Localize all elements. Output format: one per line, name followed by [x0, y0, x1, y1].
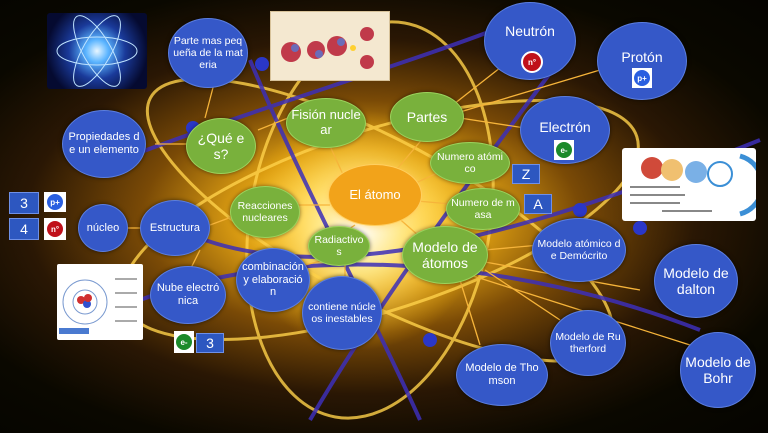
proton-symbol-icon: p+	[47, 194, 63, 210]
node-democrito: Modelo atómico de Demócrito	[532, 218, 626, 282]
node-dalton: Modelo de dalton	[654, 244, 738, 318]
proton-label: Protón	[621, 49, 663, 65]
node-partes: Partes	[390, 92, 464, 142]
proton-chip: p+	[44, 192, 66, 212]
connector	[459, 117, 526, 129]
neutron-symbol-icon: n°	[521, 51, 543, 73]
neutron-symbol-icon: n°	[47, 221, 63, 237]
orbit-electron	[423, 333, 437, 347]
electron-symbol-icon: e-	[556, 142, 572, 158]
node-propiedades: Propiedades de un elemento	[62, 110, 146, 178]
box-a: A	[524, 194, 552, 214]
box-proton-count: 3	[9, 192, 39, 214]
node-radiactivos: Radiactivos	[308, 226, 370, 266]
orbit-electron	[573, 203, 587, 217]
node-nucleo: núcleo	[78, 204, 128, 252]
fission-illustration	[270, 11, 390, 81]
node-bohr: Modelo de Bohr	[680, 332, 756, 408]
orbit-path	[119, 18, 521, 162]
atomic-models-timeline-image	[622, 148, 756, 221]
electron-chip: e-	[174, 331, 194, 353]
connector	[257, 117, 289, 131]
node-rutherford: Modelo de Rutherford	[550, 310, 626, 376]
node-estructura: Estructura	[140, 200, 210, 256]
node-reacciones: Reacciones nucleares	[230, 186, 300, 238]
neutron-label: Neutrón	[505, 23, 555, 39]
proton-symbol-icon: p+	[634, 70, 650, 86]
connector	[484, 269, 561, 321]
node-que-es: ¿Qué es?	[186, 118, 256, 174]
node-fision: Fisión nuclear	[286, 98, 366, 148]
node-modelo-atomos: Modelo de átomos	[402, 226, 488, 284]
neutron-chip: n°	[44, 218, 66, 240]
electron-chip: e-	[554, 140, 574, 160]
orbit-electron	[255, 57, 269, 71]
node-combinacion: combinación y elaboración	[236, 248, 310, 312]
box-neutron-count: 4	[9, 218, 39, 240]
proton-chip: p+	[632, 68, 652, 88]
node-numero-masa: Numero de masa	[446, 188, 520, 230]
atom-glow-image	[47, 13, 147, 89]
node-el-atomo: El átomo	[328, 164, 422, 226]
box-z: Z	[512, 164, 540, 184]
node-numero-atomico: Numero atómico	[430, 142, 510, 184]
node-thomson: Modelo de Thomson	[456, 344, 548, 406]
electron-symbol-icon: e-	[176, 334, 192, 350]
electron-label: Electrón	[539, 119, 591, 135]
connector	[484, 244, 541, 251]
connector	[459, 279, 481, 346]
node-nube-electronica: Nube electrónica	[150, 266, 226, 324]
box-electron-count: 3	[196, 333, 224, 353]
node-proton: Protón	[597, 22, 687, 100]
connector	[449, 69, 601, 116]
node-electron: Electrón	[520, 96, 610, 164]
orbit-electron	[633, 221, 647, 235]
node-contiene: contiene núcleos inestables	[302, 276, 382, 350]
node-parte-mas-pequena: Parte mas pequeña de la materia	[168, 18, 248, 88]
nucleus-diagram-image	[57, 264, 143, 340]
